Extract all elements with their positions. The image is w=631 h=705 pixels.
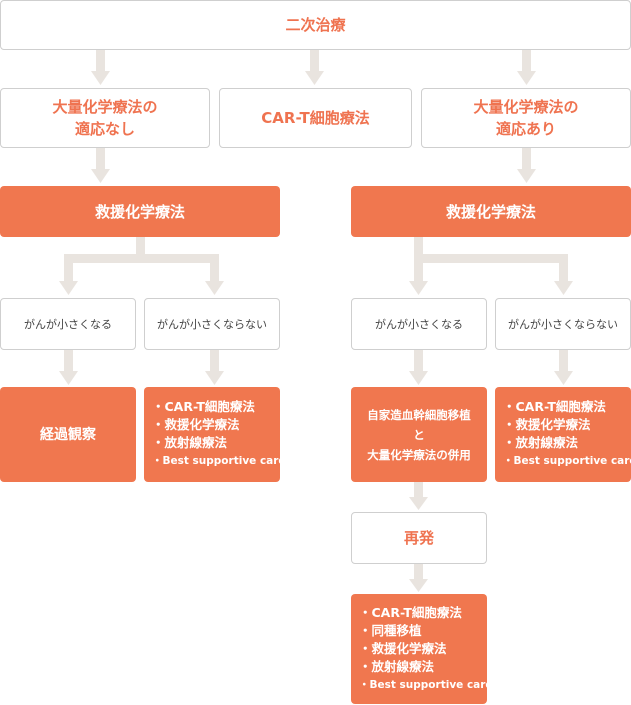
high-dose-indication-box: 大量化学療法の 適応あり [421, 88, 631, 148]
salvage-chemo-right-label: 救援化学療法 [445, 202, 536, 221]
no-high-dose-indication-line1: 大量化学療法の [52, 98, 158, 116]
left-option-radiation: ・放射線療法 [152, 435, 228, 450]
relapse-option-best-supportive-care: ・Best supportive care [359, 678, 493, 691]
no-high-dose-indication-line2: 適応なし [74, 120, 135, 138]
salvage-chemo-right-box: 救援化学療法 [351, 186, 631, 237]
left-options-list-box: ・CAR-T細胞療法 ・救援化学療法 ・放射線療法 ・Best supporti… [144, 387, 286, 482]
relapse-option-car-t: ・CAR-T細胞療法 [359, 604, 462, 620]
right-option-salvage-chemo: ・救援化学療法 [503, 417, 591, 432]
response-shrinks-right-label: がんが小さくなる [375, 318, 463, 331]
transplant-combo-line1: 自家造血幹細胞移植 [367, 407, 471, 422]
transplant-combo-line3: 大量化学療法の併用 [367, 447, 471, 462]
response-shrinks-left-label: がんが小さくなる [24, 318, 112, 331]
response-not-shrinks-right-label: がんが小さくならない [508, 318, 618, 331]
second-line-treatment-box: 二次治療 [0, 0, 631, 50]
second-line-treatment-label: 二次治療 [285, 16, 346, 34]
right-options-list-box: ・CAR-T細胞療法 ・救援化学療法 ・放射線療法 ・Best supporti… [495, 387, 631, 482]
left-option-car-t: ・CAR-T細胞療法 [152, 399, 255, 414]
salvage-chemo-left-box: 救援化学療法 [0, 186, 280, 237]
response-not-shrinks-right-box: がんが小さくならない [495, 298, 631, 350]
observation-label: 経過観察 [40, 426, 96, 443]
right-option-radiation: ・放射線療法 [503, 435, 579, 450]
transplant-combo-box: 自家造血幹細胞移植 と 大量化学療法の併用 [351, 387, 487, 482]
car-t-therapy-box: CAR-T細胞療法 [219, 88, 412, 148]
right-option-best-supportive-care: ・Best supportive care [503, 455, 631, 467]
relapse-option-radiation: ・放射線療法 [359, 658, 435, 674]
relapse-option-allogeneic-transplant: ・同種移植 [359, 622, 422, 638]
transplant-combo-line2: と [413, 427, 425, 442]
left-option-best-supportive-care: ・Best supportive care [152, 455, 286, 467]
salvage-chemo-left-label: 救援化学療法 [94, 202, 185, 221]
high-dose-indication-line2: 適応あり [495, 120, 556, 138]
relapse-box: 再発 [351, 512, 487, 564]
left-option-salvage-chemo: ・救援化学療法 [152, 417, 240, 432]
car-t-therapy-label: CAR-T細胞療法 [261, 109, 370, 127]
right-option-car-t: ・CAR-T細胞療法 [503, 399, 606, 414]
relapse-option-salvage-chemo: ・救援化学療法 [359, 640, 447, 656]
no-high-dose-indication-box: 大量化学療法の 適応なし [0, 88, 210, 148]
response-shrinks-left-box: がんが小さくなる [0, 298, 136, 350]
response-not-shrinks-left-label: がんが小さくならない [157, 318, 267, 331]
response-shrinks-right-box: がんが小さくなる [351, 298, 487, 350]
observation-box: 経過観察 [0, 387, 136, 482]
high-dose-indication-line1: 大量化学療法の [473, 98, 579, 116]
relapse-label: 再発 [403, 529, 434, 547]
response-not-shrinks-left-box: がんが小さくならない [144, 298, 280, 350]
relapse-options-list-box: ・CAR-T細胞療法 ・同種移植 ・救援化学療法 ・放射線療法 ・Best su… [351, 594, 493, 704]
